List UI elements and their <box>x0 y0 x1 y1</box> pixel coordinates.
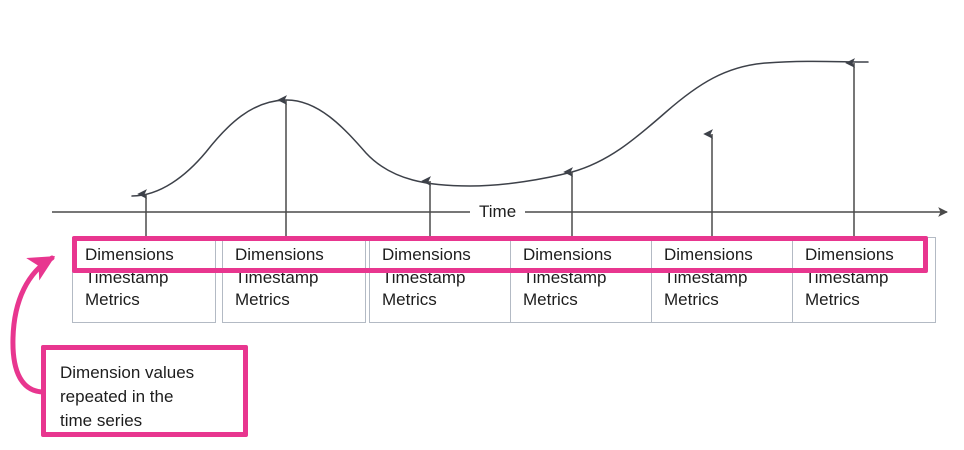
callout-line: time series <box>60 411 143 430</box>
record-field-dimensions: Dimensions <box>235 245 324 264</box>
record-field-metrics: Metrics <box>805 290 860 309</box>
record-field-dimensions: Dimensions <box>523 245 612 264</box>
callout-line: repeated in the <box>60 387 174 406</box>
record-field-metrics: Metrics <box>523 290 578 309</box>
record-field-metrics: Metrics <box>382 290 437 309</box>
timeseries-curve <box>131 60 869 197</box>
record-field-metrics: Metrics <box>235 290 290 309</box>
record-field-dimensions: Dimensions <box>382 245 471 264</box>
callout-note: Dimension values repeated in the time se… <box>41 345 248 437</box>
callout-arrow <box>10 255 56 395</box>
record-box: Dimensions Timestamp Metrics <box>72 237 216 323</box>
dimensions-row-highlight <box>72 236 928 273</box>
record-field-dimensions: Dimensions <box>664 245 753 264</box>
callout-line: Dimension values <box>60 363 195 382</box>
record-field-dimensions: Dimensions <box>805 245 894 264</box>
record-field-metrics: Metrics <box>85 290 140 309</box>
record-box: Dimensions Timestamp Metrics <box>369 237 513 323</box>
record-box: Dimensions Timestamp Metrics <box>222 237 366 323</box>
record-field-dimensions: Dimensions <box>85 245 174 264</box>
record-field-metrics: Metrics <box>664 290 719 309</box>
time-axis-label: Time <box>470 203 526 220</box>
